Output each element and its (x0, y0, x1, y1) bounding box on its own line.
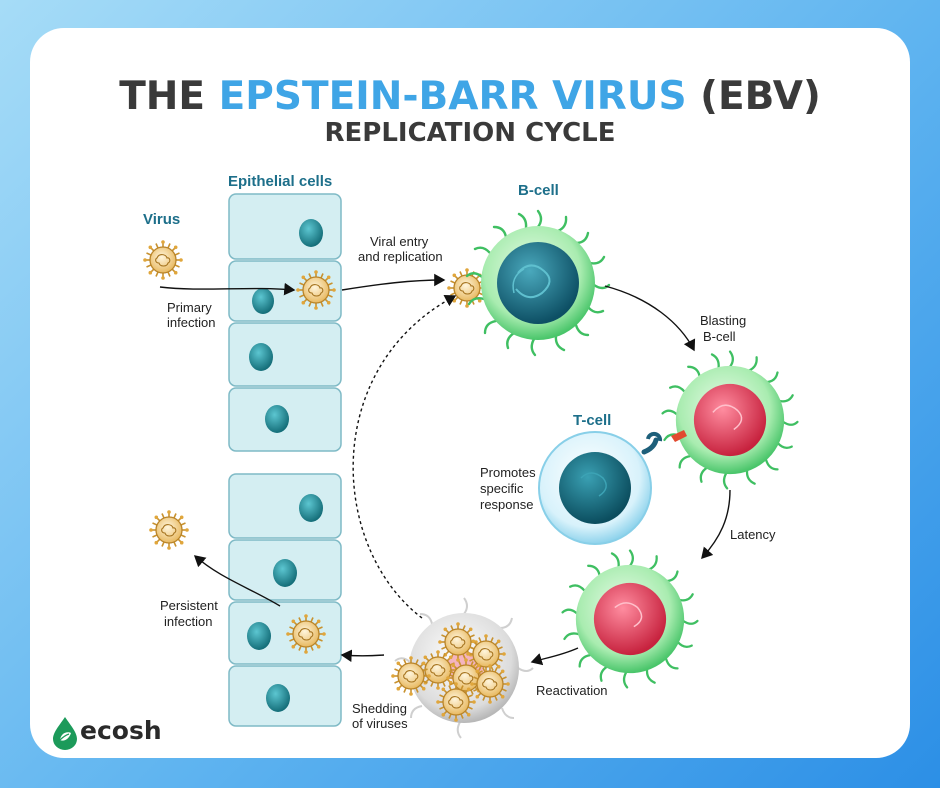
title-part2: (EBV) (686, 74, 821, 119)
b-cell (465, 209, 611, 357)
page-subtitle: REPLICATION CYCLE (324, 118, 616, 148)
label-blasting-1: Blasting (700, 313, 746, 328)
label-promotes-1: Promotes (480, 465, 536, 480)
virus-in-epithelial-cell (295, 269, 337, 311)
t-cell-receptor (641, 430, 687, 455)
lysing-cell (394, 597, 534, 739)
label-t-cell: T-cell (573, 412, 611, 429)
epithelial-stack-bottom (228, 473, 342, 727)
label-epithelial-cells: Epithelial cells (228, 173, 332, 190)
released-virus (148, 509, 190, 551)
label-b-cell: B-cell (518, 182, 559, 199)
label-shedding-2: of viruses (352, 716, 408, 731)
label-primary-infection-1: Primary (167, 300, 212, 315)
label-shedding-1: Shedding (352, 701, 407, 716)
card: THE EPSTEIN-BARR VIRUS (EBV) REPLICATION… (30, 28, 910, 758)
latent-b-cell (561, 549, 699, 689)
ebv-cycle-diagram: Epithelial cells Virus Primary infection… (142, 173, 799, 739)
label-blasting-2: B-cell (703, 329, 736, 344)
blasting-b-cell (661, 350, 799, 490)
label-reactivation: Reactivation (536, 683, 608, 698)
virus-entering-b-cell (446, 267, 488, 309)
label-viral-entry-2: and replication (358, 249, 443, 264)
label-virus: Virus (143, 211, 180, 228)
label-latency: Latency (730, 527, 776, 542)
title-accent: EPSTEIN-BARR VIRUS (218, 74, 687, 119)
label-primary-infection-2: infection (167, 315, 215, 330)
virus-persistent (285, 613, 327, 655)
label-promotes-3: response (480, 497, 533, 512)
epithelial-stack-top (228, 193, 342, 452)
droplet-leaf-icon (53, 717, 77, 750)
label-promotes-2: specific (480, 481, 524, 496)
title-part1: THE (119, 74, 219, 119)
page-title: THE EPSTEIN-BARR VIRUS (EBV) (30, 74, 910, 119)
label-viral-entry-1: Viral entry (370, 234, 429, 249)
cycle-arrows (159, 273, 731, 666)
t-cell (538, 431, 652, 545)
label-persistent-1: Persistent (160, 598, 218, 613)
label-persistent-2: infection (164, 614, 212, 629)
brand-name: ecosh (80, 716, 162, 745)
shed-virus (390, 655, 432, 697)
free-virus (142, 239, 184, 281)
